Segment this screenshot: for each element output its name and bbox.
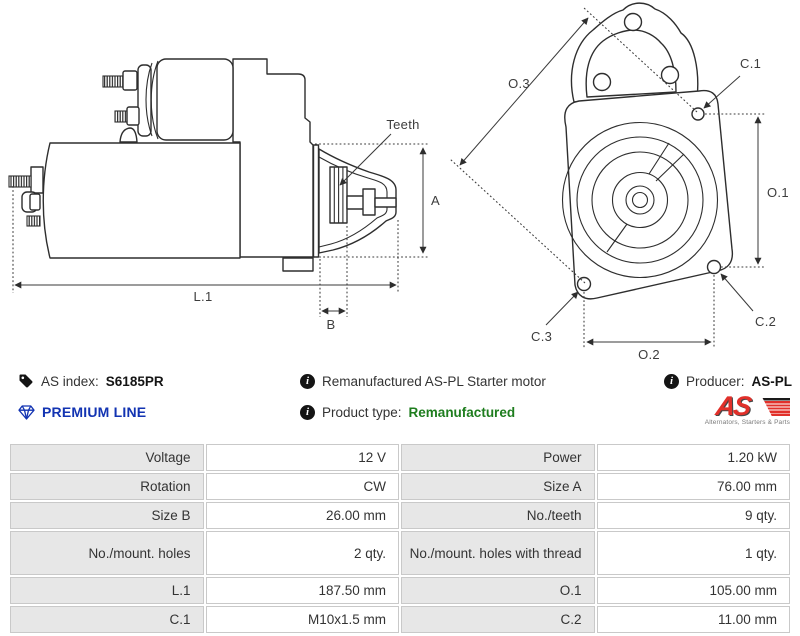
yoke-hole-top: [623, 12, 643, 32]
label-C1: C.1: [740, 56, 761, 71]
shaft-cap: [362, 188, 376, 216]
spec-value: 12 V: [205, 444, 399, 471]
product-description-text: Remanufactured AS-PL Starter motor: [322, 373, 546, 389]
product-description: Remanufactured AS-PL Starter motor: [300, 373, 664, 389]
spec-label: Power: [401, 444, 595, 471]
info-icon: [300, 373, 315, 389]
spec-label: O.1: [401, 577, 595, 604]
as-index: AS index: S6185PR: [18, 373, 300, 389]
spec-value: 187.50 mm: [205, 577, 399, 604]
bell-housing-inner: [318, 156, 388, 248]
hole-C3: [576, 276, 592, 292]
motor-body: [42, 142, 241, 259]
callout-C3: C.3: [531, 291, 579, 344]
label-O3: O.3: [508, 76, 530, 91]
spec-value: 1.20 kW: [596, 444, 790, 471]
spec-table: Voltage 12 V Power 1.20 kW Rotation CW S…: [8, 442, 792, 635]
callout-C2: C.2: [720, 273, 776, 329]
as-logo-mark: AS: [688, 391, 790, 421]
spec-value: 1 qty.: [596, 531, 790, 575]
table-row: L.1 187.50 mm O.1 105.00 mm: [10, 577, 790, 604]
hole-C2: [706, 259, 722, 275]
spec-value: 76.00 mm: [596, 473, 790, 500]
dimension-L1: L.1: [12, 186, 399, 304]
rear-terminal-stud: [8, 166, 44, 227]
yoke-hole-right: [660, 65, 680, 85]
as-pl-logo: AS Alternators, Starters & Parts: [688, 391, 790, 426]
info-icon: [663, 373, 679, 389]
dimension-O2: O.2: [583, 275, 715, 362]
label-O1: O.1: [767, 185, 789, 200]
solenoid-bracket: [119, 127, 138, 143]
drive-flange: [312, 144, 320, 258]
hole-C1: [691, 107, 705, 121]
spec-label: No./teeth: [401, 502, 595, 529]
spec-value: 26.00 mm: [205, 502, 399, 529]
drive-housing: [232, 58, 314, 258]
table-row: No./mount. holes 2 qty. No./mount. holes…: [10, 531, 790, 575]
producer-value: AS-PL: [751, 373, 793, 389]
spec-label: L.1: [10, 577, 204, 604]
label-L1: L.1: [194, 289, 213, 304]
product-type-value: Remanufactured: [408, 404, 516, 420]
as-index-value: S6185PR: [105, 373, 164, 389]
as-logo-text: AS: [714, 391, 753, 421]
as-logo-caption: Alternators, Starters & Parts: [704, 419, 790, 426]
technical-drawings: A L.1 B Teeth: [8, 2, 789, 362]
premium-line: PREMIUM LINE: [18, 404, 300, 420]
info-row-2: PREMIUM LINE Product type: Remanufacture…: [18, 404, 792, 420]
spec-label: C.2: [401, 606, 595, 633]
terminal-bolt-lower: [114, 106, 140, 126]
info-row-1: AS index: S6185PR Remanufactured AS-PL S…: [18, 373, 792, 389]
product-type: Product type: Remanufactured: [300, 404, 792, 420]
label-A: A: [431, 193, 440, 208]
terminal-bolt-upper: [102, 70, 138, 91]
diamond-icon: [18, 404, 35, 420]
starter-side-view: A L.1 B Teeth: [8, 58, 440, 332]
teeth-callout: Teeth: [339, 117, 419, 186]
spec-label: No./mount. holes: [10, 531, 204, 575]
label-C2: C.2: [755, 314, 776, 329]
spec-value: 105.00 mm: [596, 577, 790, 604]
producer-label: Producer:: [685, 373, 745, 389]
dimension-B: B: [319, 226, 348, 332]
table-row: Rotation CW Size A 76.00 mm: [10, 473, 790, 500]
spec-value: 11.00 mm: [596, 606, 790, 633]
spec-label: Size A: [401, 473, 595, 500]
callout-C1: C.1: [703, 56, 761, 109]
spec-value: 2 qty.: [205, 531, 399, 575]
info-icon: [300, 404, 315, 420]
dimension-O1: O.1: [705, 113, 789, 268]
dimension-A: A: [315, 143, 440, 258]
as-logo-stripes-icon: [762, 398, 790, 417]
product-info-section: AS index: S6185PR Remanufactured AS-PL S…: [0, 362, 800, 442]
spec-label: No./mount. holes with thread: [401, 531, 595, 575]
yoke-hole-left: [592, 72, 612, 92]
as-index-label: AS index:: [41, 373, 99, 389]
table-row: Size B 26.00 mm No./teeth 9 qty.: [10, 502, 790, 529]
label-B: B: [327, 317, 336, 332]
table-row: Voltage 12 V Power 1.20 kW: [10, 444, 790, 471]
premium-line-label: PREMIUM LINE: [42, 404, 147, 420]
spec-value: 9 qty.: [596, 502, 790, 529]
spec-value: CW: [205, 473, 399, 500]
spec-label: Size B: [10, 502, 204, 529]
label-O2: O.2: [638, 347, 660, 362]
spec-table-section: Voltage 12 V Power 1.20 kW Rotation CW S…: [0, 442, 800, 635]
label-C3: C.3: [531, 329, 552, 344]
mounting-foot: [282, 257, 314, 272]
solenoid: [137, 58, 234, 141]
product-type-label: Product type:: [322, 404, 402, 420]
label-teeth: Teeth: [386, 117, 419, 132]
table-row: C.1 M10x1.5 mm C.2 11.00 mm: [10, 606, 790, 633]
spec-label: Voltage: [10, 444, 204, 471]
spec-label: C.1: [10, 606, 204, 633]
concentric-circles: [561, 121, 719, 279]
starter-front-view: O.3 O.1 O.2 C.1 C.2 C.3: [449, 2, 789, 362]
spec-label: Rotation: [10, 473, 204, 500]
tag-icon: [19, 374, 33, 388]
dimension-O3: O.3: [449, 7, 698, 284]
producer: Producer: AS-PL: [663, 373, 793, 389]
spec-value: M10x1.5 mm: [205, 606, 399, 633]
